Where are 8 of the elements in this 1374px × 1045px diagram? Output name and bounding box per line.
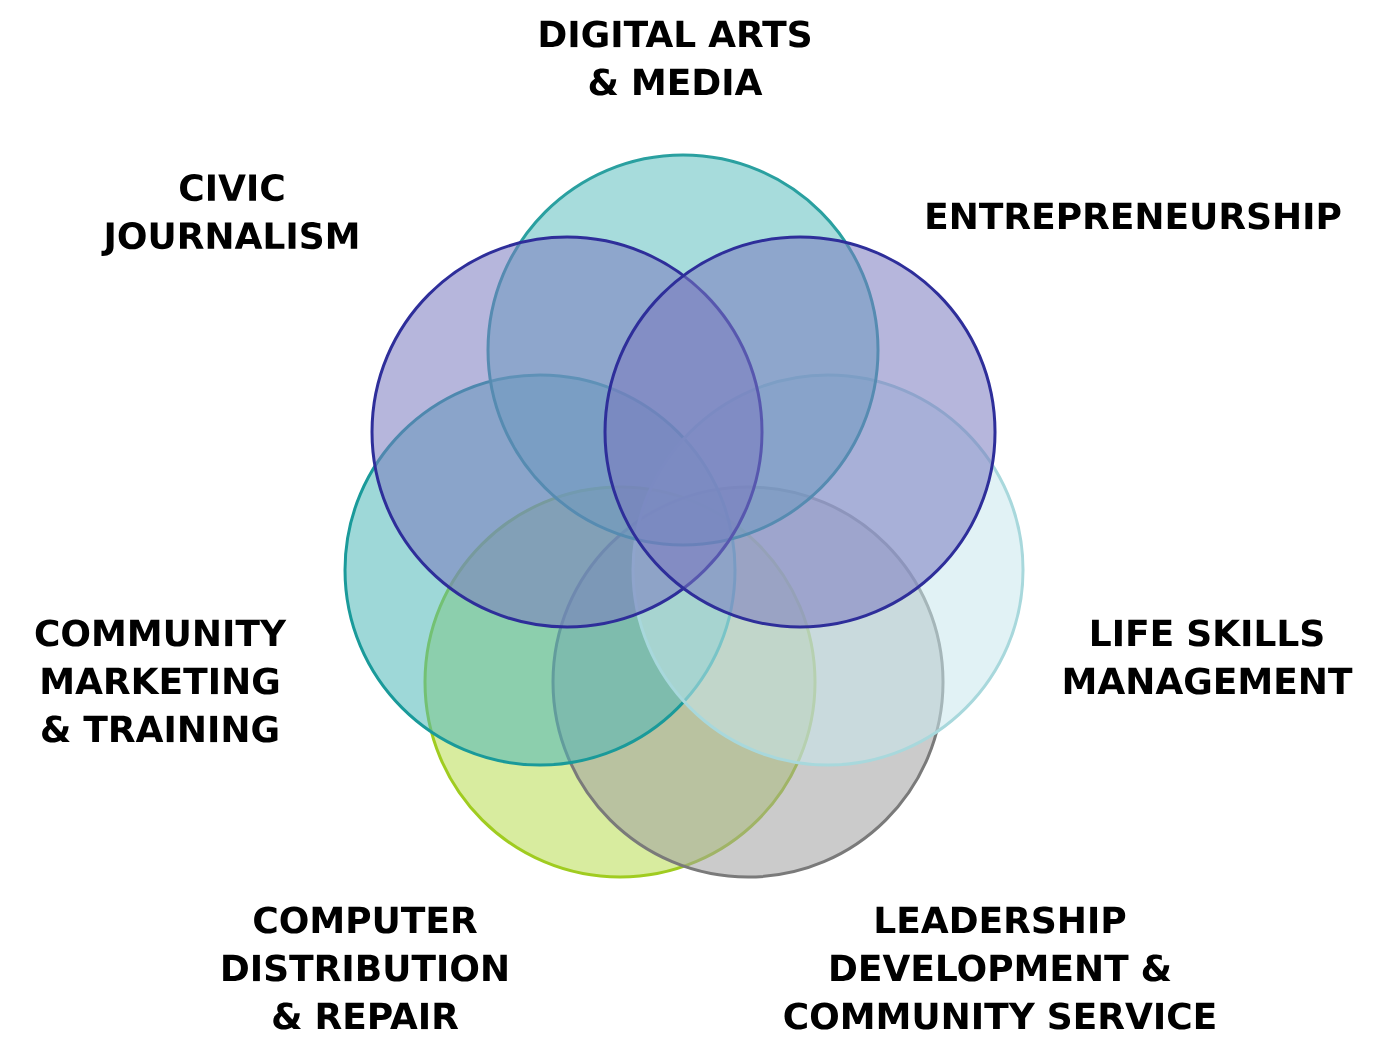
circle-label: CIVIC JOURNALISM	[101, 174, 358, 256]
circle-label: LEADERSHIP DEVELOPMENT & COMMUNITY SERVICE	[784, 906, 1215, 1030]
venn-circle	[603, 235, 997, 629]
circle-label: COMPUTER DISTRIBUTION & REPAIR	[223, 906, 507, 1030]
circle-label: ENTREPRENEURSHIP	[927, 202, 1341, 230]
circle-label: COMMUNITY MARKETING & TRAINING	[35, 619, 287, 743]
circle-label: LIFE SKILLS MANAGEMENT	[1064, 619, 1353, 695]
circle-label: DIGITAL ARTS & MEDIA	[540, 20, 810, 96]
